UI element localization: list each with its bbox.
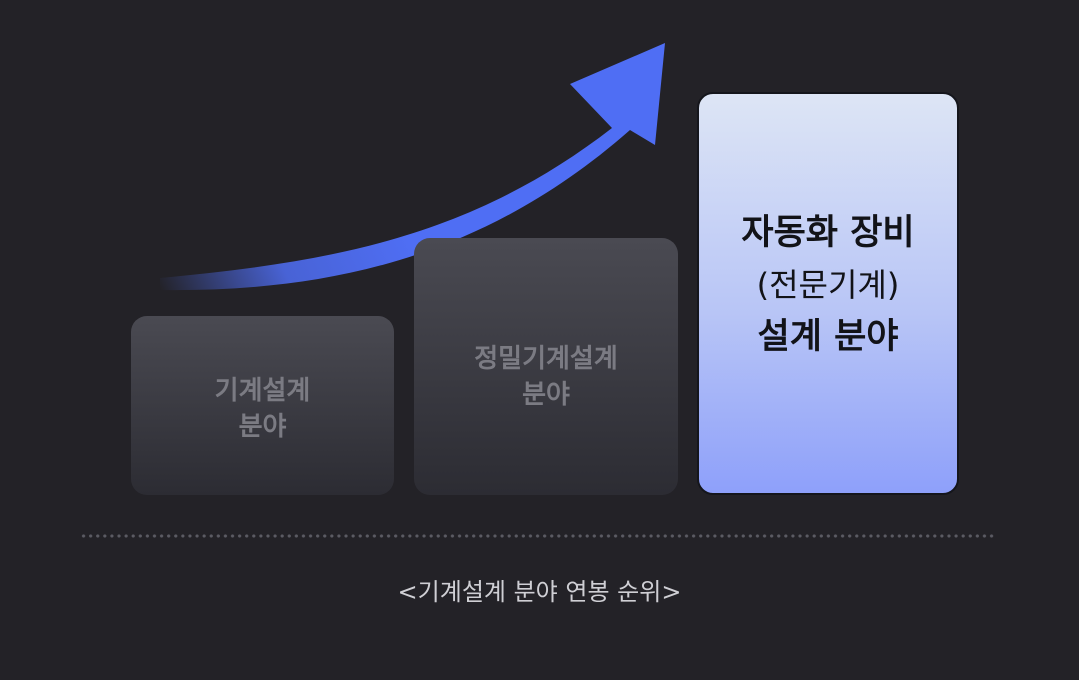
step-1-label-line2: 분야 — [238, 411, 287, 442]
step-2-label-line2: 분야 — [522, 379, 570, 410]
step-box-automation-equipment-design: 자동화 장비 (전문기계) 설계 분야 — [697, 92, 959, 495]
step-box-mechanical-design: 기계설계 분야 — [131, 316, 394, 495]
step-box-precision-mechanical-design: 정밀기계설계 분야 — [414, 238, 678, 495]
step-3-label-line1: 자동화 장비 — [741, 212, 915, 253]
step-3-label-line3: 설계 분야 — [757, 316, 899, 357]
dotted-divider — [80, 534, 996, 538]
step-1-label-line1: 기계설계 — [214, 375, 311, 406]
step-2-label-line1: 정밀기계설계 — [474, 343, 618, 374]
diagram-caption: <기계설계 분야 연봉 순위> — [397, 578, 682, 606]
step-3-label-line2: (전문기계) — [756, 265, 900, 304]
